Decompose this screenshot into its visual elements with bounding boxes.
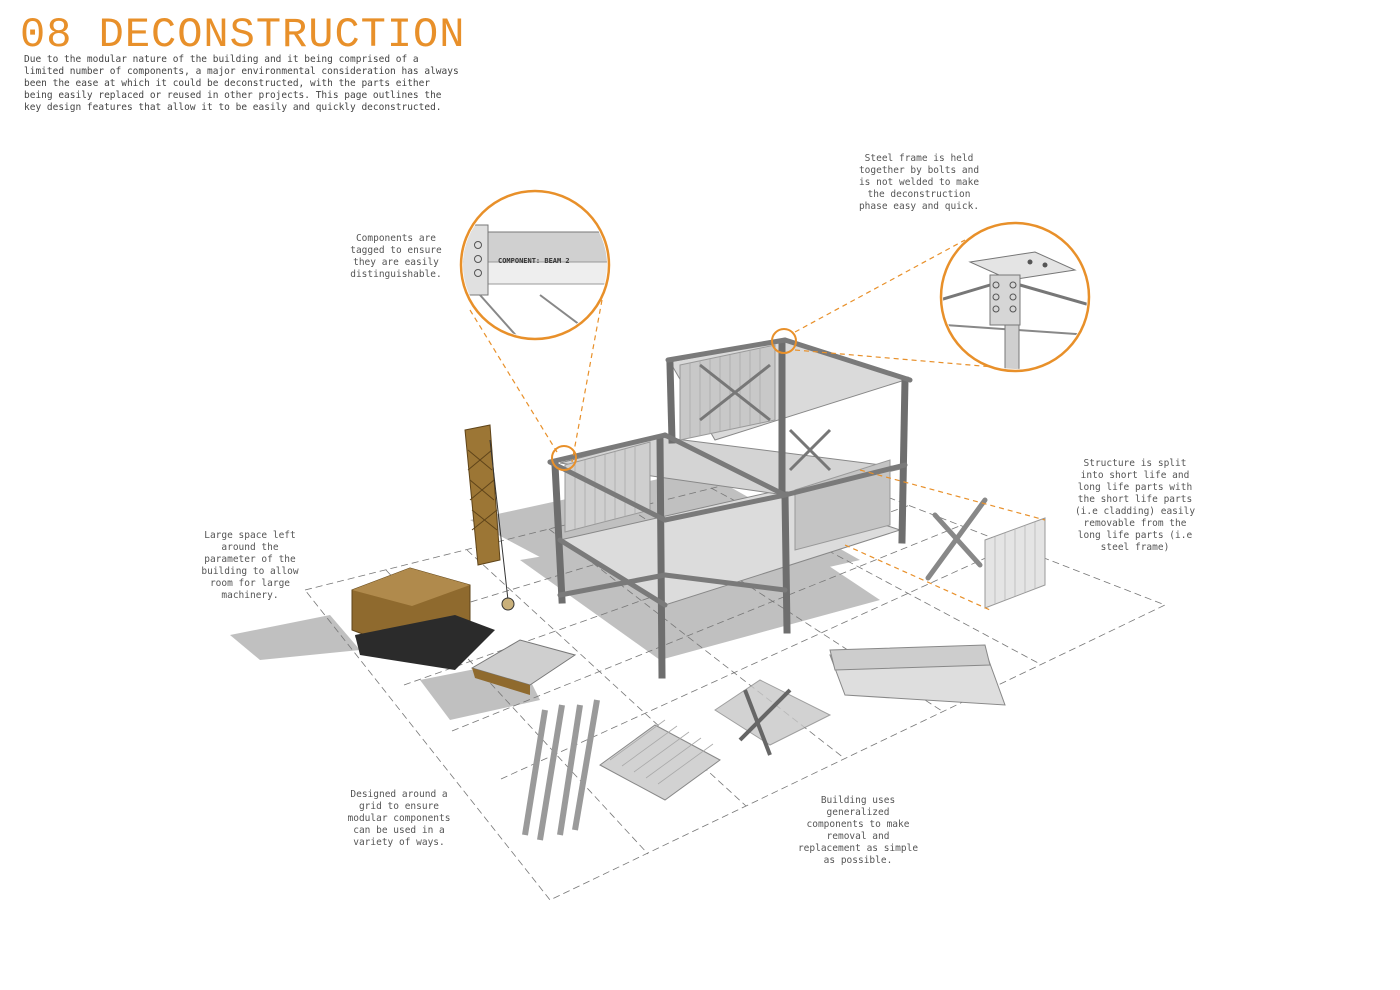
pallet	[470, 639, 577, 686]
cladding-panel	[794, 459, 891, 551]
annotation-bolted-frame: Steel frame is held together by bolts an…	[858, 153, 980, 212]
annotation-short-long-life: Structure is split into short life and l…	[1074, 458, 1196, 553]
leader-lines	[469, 239, 1046, 611]
bolt-joint-marker	[771, 328, 797, 354]
page-title: 08 DECONSTRUCTION	[20, 11, 466, 59]
loose-cross-brace	[925, 497, 988, 581]
removed-components	[470, 497, 1046, 841]
beam-tag-marker	[551, 445, 577, 471]
annotation-generalized-components: Building uses generalized components to …	[797, 795, 919, 866]
annotation-tagged-components: Components are tagged to ensure they are…	[350, 233, 442, 280]
detail-bolted-joint	[939, 221, 1091, 373]
detail-tagged-beam: COMPONENT: BEAM 2	[459, 189, 611, 341]
crane-tracks	[355, 615, 495, 670]
annotation-machinery-space: Large space left around the parameter of…	[201, 530, 299, 601]
annotation-grid-design: Designed around a grid to ensure modular…	[347, 789, 451, 848]
crane-hook	[501, 597, 515, 611]
intro-paragraph: Due to the modular nature of the buildin…	[24, 54, 459, 113]
crane	[351, 424, 515, 670]
building-frame	[547, 337, 913, 679]
stacked-deck-panels	[599, 724, 721, 801]
component-tag-label: COMPONENT: BEAM 2	[498, 257, 570, 265]
crane-cable	[489, 439, 509, 601]
stacked-bracing	[714, 679, 832, 746]
stacked-columns	[522, 699, 600, 841]
crane-boom	[464, 424, 501, 566]
